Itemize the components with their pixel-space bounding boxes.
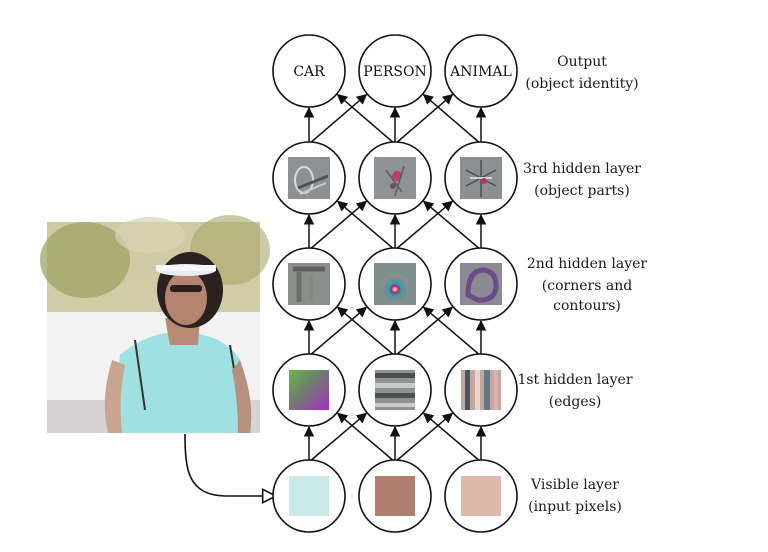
edge-hidden2-1-to-hidden3-2 <box>308 200 368 251</box>
photo-to-input-arrow <box>184 433 276 496</box>
hidden2-node-2 <box>358 247 432 321</box>
label-hidden1-line2: (edges) <box>549 394 602 410</box>
visible-node-3 <box>444 459 518 533</box>
label-hidden2-line3: contours) <box>553 298 621 314</box>
label-hidden3-line2: (object parts) <box>534 183 630 199</box>
edge-visible-2-to-hidden1-1 <box>336 412 396 463</box>
label-hidden3-line1: 3rd hidden layer <box>523 161 641 177</box>
output-label-car: CAR <box>293 64 325 80</box>
edge-hidden2-2-to-hidden3-3 <box>394 200 454 251</box>
hidden3-node-3 <box>444 141 518 215</box>
edge-visible-3-to-hidden1-2 <box>422 412 482 463</box>
label-output-line1: Output <box>557 54 607 70</box>
edge-visible-1-to-hidden1-2 <box>308 412 368 463</box>
nodes: CAR PERSON ANIMAL <box>272 34 518 533</box>
edge-visible-2-to-hidden1-3 <box>394 412 454 463</box>
hidden3-node-1 <box>272 141 346 215</box>
output-label-person: PERSON <box>363 64 427 80</box>
label-visible-line1: Visible layer <box>530 477 619 493</box>
label-visible-line2: (input pixels) <box>528 499 622 515</box>
layer-labels: Output (object identity) 3rd hidden laye… <box>517 54 647 515</box>
edge-hidden3-2-to-output-3 <box>394 93 454 145</box>
input-pixel-2 <box>375 476 415 516</box>
hidden2-node-1 <box>272 247 346 321</box>
label-hidden2-line2: (corners and <box>542 278 632 294</box>
hidden2-node-3 <box>444 247 518 321</box>
edge-hidden3-2-to-output-1 <box>336 93 396 145</box>
visible-node-1 <box>272 459 346 533</box>
output-node-animal: ANIMAL <box>444 34 518 108</box>
edge-hidden1-1-to-hidden2-2 <box>308 306 368 357</box>
edge-hidden3-3-to-output-2 <box>422 93 482 145</box>
label-hidden2-line1: 2nd hidden layer <box>527 256 648 272</box>
edge-hidden2-3-to-hidden3-2 <box>422 200 482 251</box>
hidden1-node-2 <box>358 353 432 427</box>
label-hidden2: 2nd hidden layer (corners and contours) <box>527 256 648 314</box>
output-label-animal: ANIMAL <box>449 64 512 80</box>
connections <box>303 93 487 463</box>
label-hidden3: 3rd hidden layer (object parts) <box>523 161 641 199</box>
hidden1-node-3 <box>444 353 518 427</box>
edge-hidden1-2-to-hidden2-3 <box>394 306 454 357</box>
visible-node-2 <box>358 459 432 533</box>
label-output: Output (object identity) <box>525 54 638 92</box>
output-node-person: PERSON <box>358 34 432 108</box>
label-hidden1-line1: 1st hidden layer <box>517 372 632 388</box>
input-photo <box>40 215 270 433</box>
label-output-line2: (object identity) <box>525 76 638 92</box>
label-hidden1: 1st hidden layer (edges) <box>517 372 632 410</box>
output-node-car: CAR <box>272 34 346 108</box>
feature-gradient-edge-icon <box>289 370 329 410</box>
hidden3-node-2 <box>358 141 432 215</box>
edge-hidden1-2-to-hidden2-1 <box>336 306 396 357</box>
input-pixel-1 <box>289 476 329 516</box>
hidden1-node-1 <box>272 353 346 427</box>
edge-hidden1-3-to-hidden2-2 <box>422 306 482 357</box>
edge-hidden3-1-to-output-2 <box>308 93 368 145</box>
label-visible: Visible layer (input pixels) <box>528 477 622 515</box>
edge-hidden2-2-to-hidden3-1 <box>336 200 396 251</box>
input-pixel-3 <box>461 476 501 516</box>
